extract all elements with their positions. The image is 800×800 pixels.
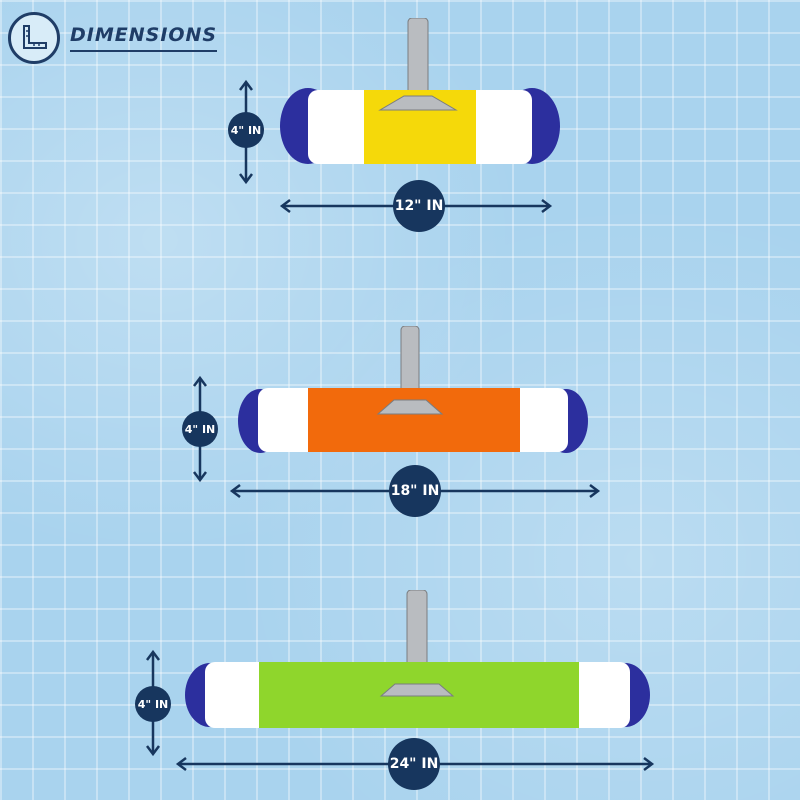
- ruler-square-icon: [8, 12, 60, 64]
- page-title: DIMENSIONS: [70, 24, 218, 52]
- brush-18-inch-image: [238, 326, 588, 453]
- width-badge-2: 18" IN: [389, 465, 441, 517]
- width-badge-1: 12" IN: [393, 180, 445, 232]
- height-badge-2: 4" IN: [182, 411, 218, 447]
- brush-12-inch-image: [280, 18, 560, 164]
- brush-24-inch-image: [185, 590, 650, 728]
- height-badge-3: 4" IN: [135, 686, 171, 722]
- width-badge-3: 24" IN: [388, 738, 440, 790]
- height-badge-1: 4" IN: [228, 112, 264, 148]
- header: DIMENSIONS: [8, 12, 218, 64]
